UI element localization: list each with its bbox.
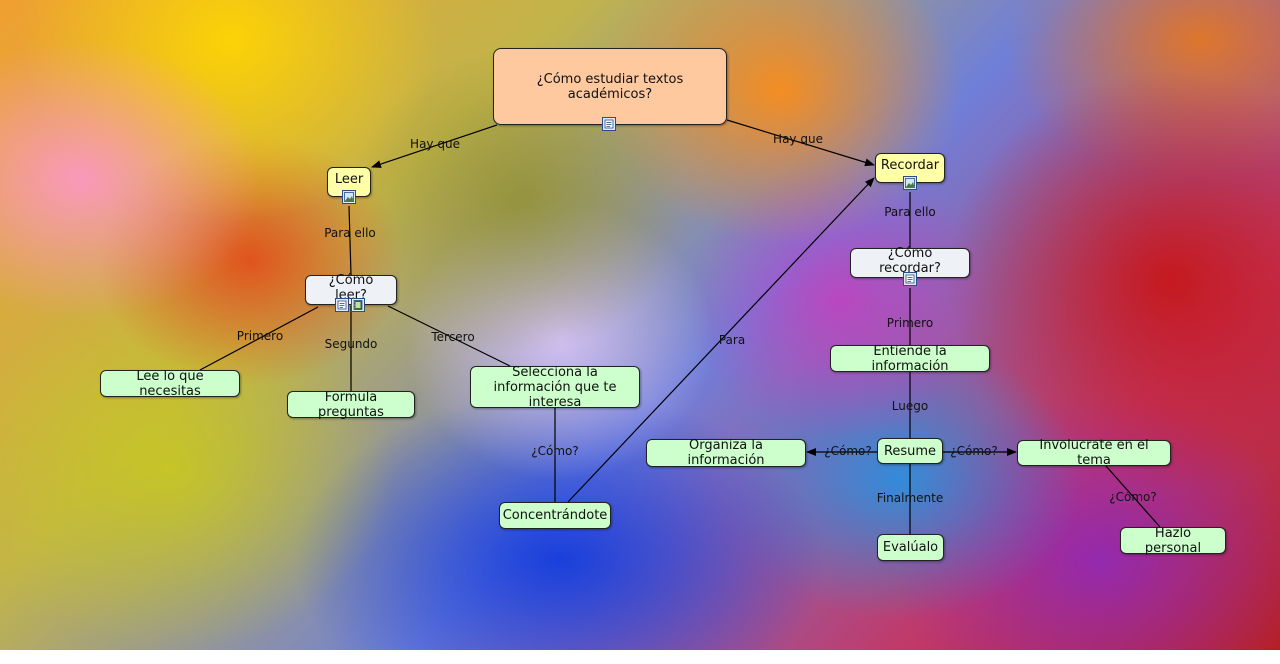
link-leer-comoleer <box>348 205 352 276</box>
concept-hazlo-personal-label: Hazlo personal <box>1144 525 1202 556</box>
concept-resume-label: Resume <box>883 443 937 459</box>
video-resource-icon[interactable] <box>351 298 365 312</box>
link-label-hay-que-left: Hay que <box>410 137 460 151</box>
link-concentrandote-recordar <box>567 177 875 503</box>
concept-selecciona[interactable]: Selecciona la información que te interes… <box>470 364 640 410</box>
concept-como-recordar-label: ¿Cómo recordar? <box>879 246 941 276</box>
document-resource-icon[interactable] <box>335 298 349 312</box>
concept-formula-preguntas-label: Formula preguntas <box>318 389 384 420</box>
link-involucrate-hazlo <box>1105 465 1161 528</box>
concept-links <box>199 119 1161 534</box>
concept-root-label: ¿Cómo estudiar textos académicos? <box>536 71 684 102</box>
concept-formula-preguntas[interactable]: Formula preguntas <box>287 389 415 420</box>
document-resource-icon[interactable] <box>602 117 616 131</box>
link-label-como-select: ¿Cómo? <box>531 444 579 458</box>
link-label-como-hazlo: ¿Cómo? <box>1109 490 1157 504</box>
concept-hazlo-personal[interactable]: Hazlo personal <box>1120 525 1226 556</box>
concept-leer-label: Leer <box>334 171 364 187</box>
concept-involucrate-label: Involucrate en el tema <box>1039 438 1149 468</box>
link-label-como-organiza: ¿Cómo? <box>824 444 872 458</box>
image-resource-icon[interactable] <box>342 190 356 204</box>
concept-selecciona-label: Selecciona la información que te interes… <box>493 364 617 410</box>
link-label-segundo: Segundo <box>324 337 378 351</box>
concept-organiza-label: Organiza la información <box>687 438 765 468</box>
concept-concentrandote-label: Concentrándote <box>502 508 608 523</box>
concept-involucrate[interactable]: Involucrate en el tema <box>1017 438 1171 468</box>
concept-root[interactable]: ¿Cómo estudiar textos académicos? <box>493 48 727 125</box>
concept-recordar-label: Recordar <box>880 157 940 173</box>
link-label-primero-left: Primero <box>236 329 284 343</box>
concept-lee-lo-que-necesitas-label: Lee lo que necesitas <box>136 368 204 399</box>
link-label-para-ello-left: Para ello <box>324 226 376 240</box>
image-resource-icon[interactable] <box>903 176 917 190</box>
link-label-para-ello-right: Para ello <box>884 205 936 219</box>
link-label-primero-right: Primero <box>886 316 934 330</box>
link-label-tercero: Tercero <box>431 330 475 344</box>
link-root-leer <box>371 124 498 168</box>
concept-lee-lo-que-necesitas[interactable]: Lee lo que necesitas <box>100 368 240 399</box>
concept-concentrandote[interactable]: Concentrándote <box>499 502 611 529</box>
concept-evaluao-label: Evalúalo <box>882 540 939 555</box>
link-comoleer-leelo <box>199 306 319 371</box>
link-label-hay-que-right: Hay que <box>773 132 823 146</box>
link-label-para: Para <box>718 333 746 347</box>
bottom-strip <box>0 650 1280 664</box>
document-resource-icon[interactable] <box>903 272 917 286</box>
link-label-finalmente: Finalmente <box>876 491 944 505</box>
link-comoleer-selecciona <box>387 305 511 367</box>
concept-resume[interactable]: Resume <box>877 438 943 464</box>
link-label-luego: Luego <box>891 399 929 413</box>
concept-entiende-label: Entiende la información <box>871 343 949 374</box>
link-label-como-involucrate: ¿Cómo? <box>950 444 998 458</box>
link-root-recordar <box>726 119 875 167</box>
concept-evaluao[interactable]: Evalúalo <box>877 534 944 561</box>
concept-entiende[interactable]: Entiende la información <box>830 343 990 374</box>
concept-organiza[interactable]: Organiza la información <box>646 438 806 468</box>
